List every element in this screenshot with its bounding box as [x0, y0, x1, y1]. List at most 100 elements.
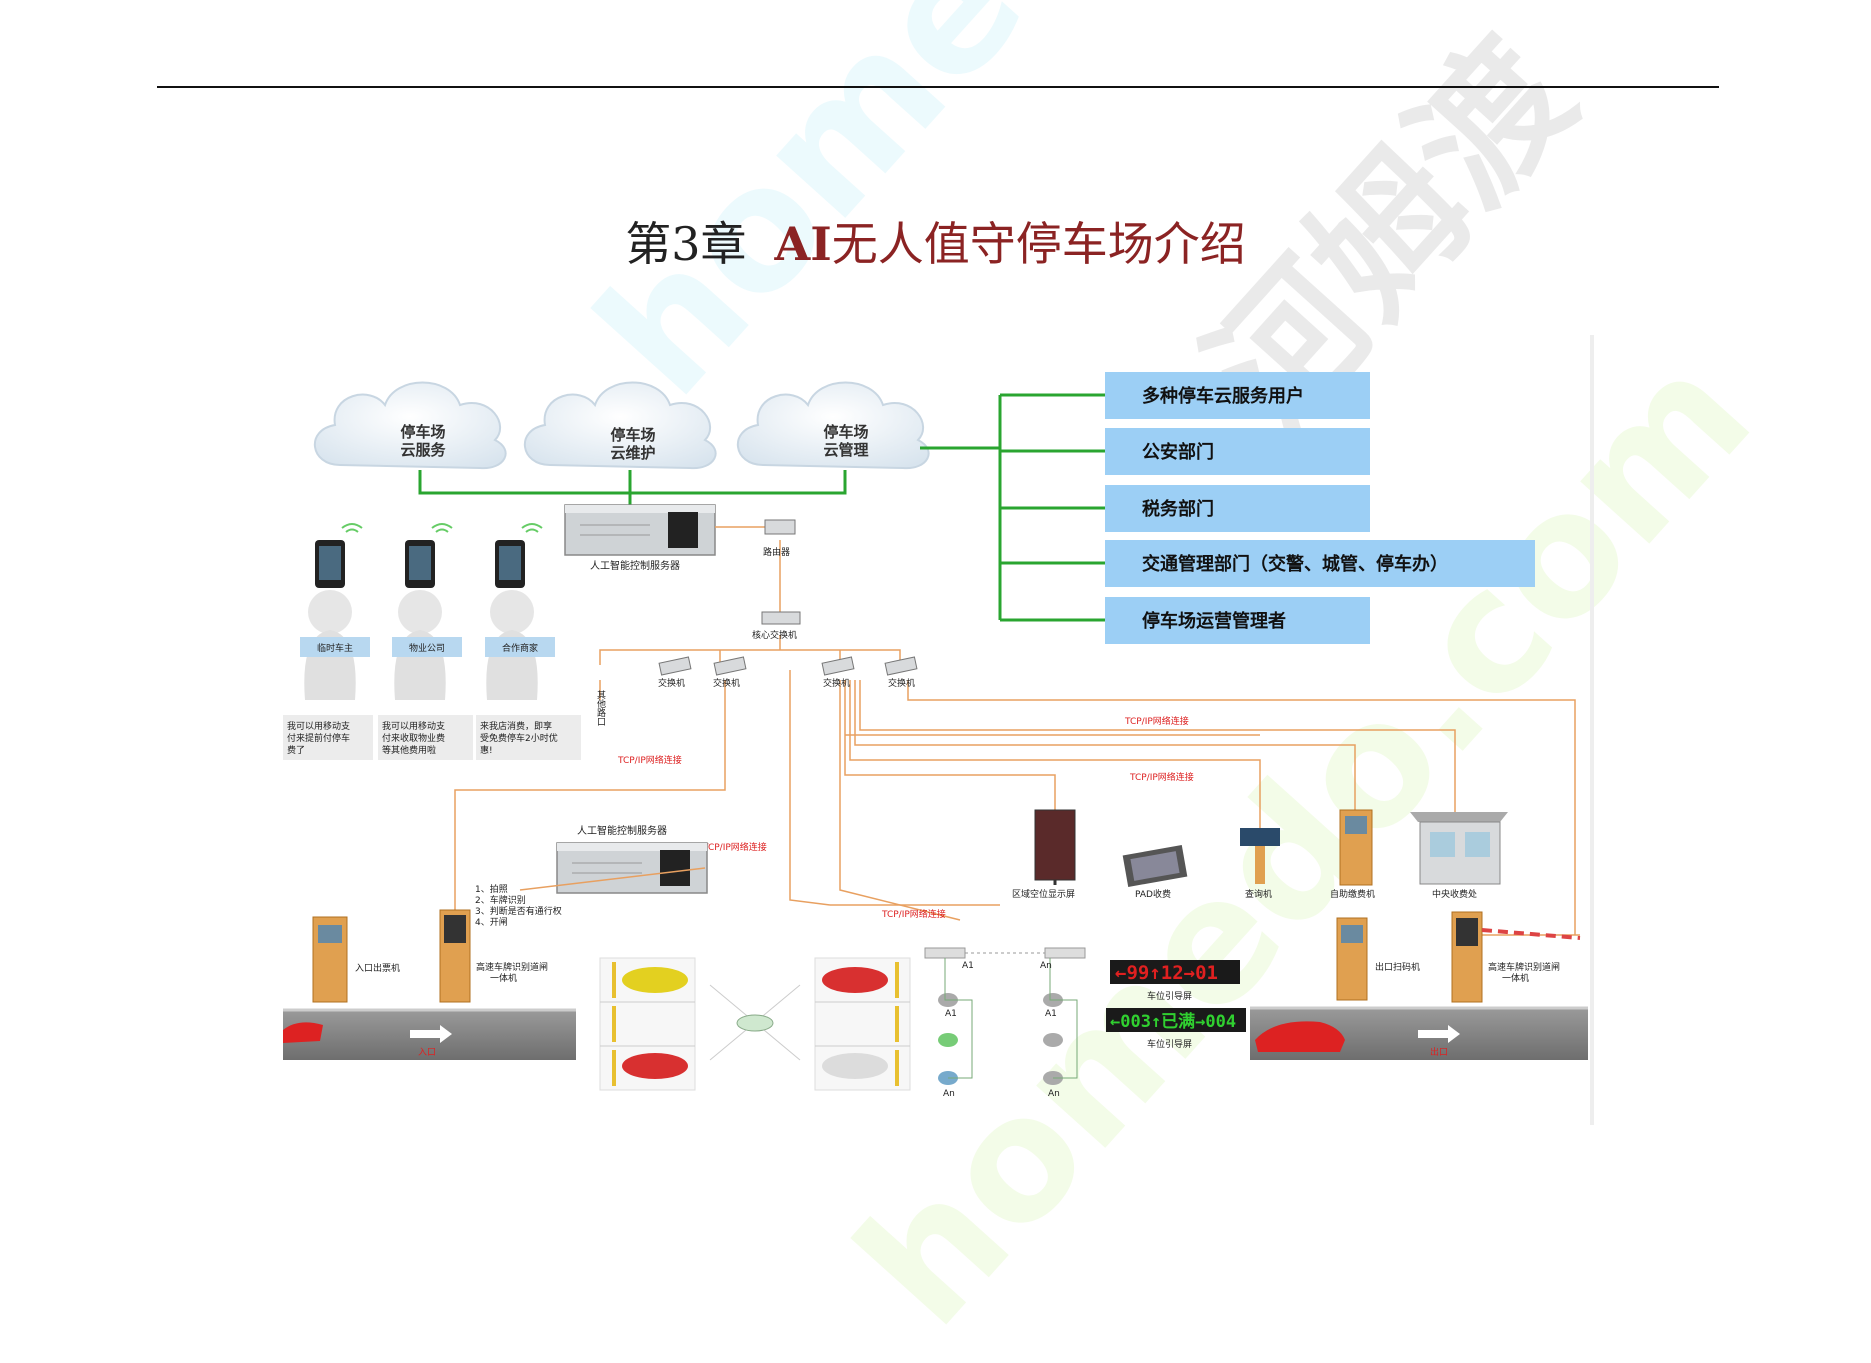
switch-3-label: 交换机 [823, 677, 850, 689]
right-box-5-label: 停车场运营管理者 [1142, 610, 1286, 632]
exit-plate-gate-label2: 一体机 [1502, 972, 1529, 984]
guide-2-label: 车位引导屏 [1147, 1038, 1192, 1050]
right-box-5: 停车场运营管理者 [1105, 597, 1370, 644]
user-3-label: 合作商家 [502, 642, 538, 654]
self-pay-label: 自助缴费机 [1330, 888, 1375, 900]
user-3: 合作商家 来我店消费，即享 受免费停车2小时优 惠! [476, 523, 581, 760]
sensor-label-a1-right: A1 [1045, 1009, 1057, 1019]
panel-edge [1590, 335, 1594, 1125]
parking-lot-left [599, 957, 696, 1091]
switch-2: 交换机 [713, 656, 747, 689]
pad-device: PAD收费 [1122, 845, 1188, 900]
user-1-note1: 我可以用移动支 [287, 720, 350, 732]
central-booth: 中央收费处 [1410, 812, 1508, 900]
guide-screen-1: ←99↑12→01 车位引导屏 [1110, 960, 1240, 1002]
right-box-2: 公安部门 [1105, 428, 1370, 475]
right-box-1: 多种停车云服务用户 [1105, 372, 1370, 419]
exit-plate-gate-label1: 高速车牌识别道闸 [1488, 961, 1560, 973]
right-box-3-label: 税务部门 [1142, 498, 1214, 520]
entry-plate-gate-label1: 高速车牌识别道闸 [476, 961, 548, 973]
cloud-service: 停车场 云服务 [314, 381, 507, 470]
server-mid-label: 人工智能控制服务器 [577, 824, 667, 837]
right-box-2-label: 公安部门 [1142, 441, 1214, 463]
step-4: 4、开闸 [475, 917, 508, 928]
core-switch-label: 核心交换机 [752, 629, 797, 641]
sensor-label-an-right: An [1048, 1089, 1060, 1099]
router: 路由器 [763, 519, 796, 558]
router-label: 路由器 [763, 546, 790, 558]
process-steps: 1、拍照 2、车牌识别 3、判断是否有通行权 4、开闸 [475, 883, 562, 928]
switch-3: 交换机 [821, 656, 855, 689]
guide-screen-2: ←003↑已满→004 车位引导屏 [1106, 1008, 1246, 1050]
cloud-management-line2: 云管理 [823, 441, 868, 459]
exit-label: 出口 [1430, 1046, 1448, 1058]
tcp-label-3: TCP/IP网络连接 [1129, 771, 1194, 783]
entry-ticket-machine: 入口出票机 [312, 916, 400, 1003]
right-box-1-label: 多种停车云服务用户 [1142, 385, 1304, 407]
switch-1: 交换机 [658, 656, 692, 689]
user-1: 临时车主 我可以用移动支 付来提前付停车 费了 [283, 523, 373, 760]
user-1-note2: 付来提前付停车 [287, 732, 350, 744]
user-2: 物业公司 我可以用移动支 付来收取物业费 等其他费用啦 [378, 523, 473, 760]
header-rule [157, 86, 1719, 88]
cloud-maintenance-line1: 停车场 [610, 426, 655, 444]
title-chapter: 第3章 [625, 217, 747, 271]
cloud-maintenance: 停车场 云维护 [524, 381, 717, 470]
user-3-note1: 来我店消费，即享 [480, 720, 552, 732]
green-links [418, 393, 1105, 622]
user-2-label: 物业公司 [409, 642, 445, 654]
user-2-note1: 我可以用移动支 [382, 720, 445, 732]
sensor-label-an-left: An [943, 1089, 955, 1099]
cloud-service-line1: 停车场 [400, 423, 445, 441]
cloud-management: 停车场 云管理 [737, 381, 930, 470]
server-mid: 人工智能控制服务器 [556, 824, 708, 894]
sensor-label-an-top: An [1040, 961, 1052, 971]
user-1-note3: 费了 [287, 744, 305, 756]
network-links [454, 526, 1580, 1000]
tcp-label-2: TCP/IP网络连接 [617, 754, 682, 766]
parking-system-diagram: 停车场 云服务 停车场 云维护 停车场 云管理 多种停车 [283, 335, 1594, 1125]
step-1: 1、拍照 [475, 883, 508, 895]
entry-road: 入口 [283, 1008, 576, 1060]
step-2: 2、车牌识别 [475, 894, 526, 906]
area-display-label: 区域空位显示屏 [1012, 888, 1075, 900]
sensor-label-a1-top: A1 [962, 961, 974, 971]
switch-4-label: 交换机 [888, 677, 915, 689]
tcp-label-5: TCP/IP网络连接 [881, 908, 946, 920]
user-1-label: 临时车主 [317, 642, 353, 654]
area-display: 区域空位显示屏 [1012, 809, 1076, 900]
exit-road: 出口 [1250, 1006, 1588, 1060]
core-switch: 核心交换机 [752, 611, 801, 641]
user-3-note3: 惠! [480, 744, 493, 756]
exit-scan-machine: 出口扫码机 [1336, 917, 1420, 1001]
entry-plate-gate: 高速车牌识别道闸 一体机 [439, 909, 548, 1003]
entry-label: 入口 [418, 1047, 436, 1058]
query-kiosk: 查询机 [1240, 828, 1280, 900]
user-2-note2: 付来收取物业费 [382, 732, 445, 744]
sensor-label-a1-mid: A1 [945, 1009, 957, 1019]
query-label: 查询机 [1245, 888, 1272, 900]
parking-lot-right [814, 957, 911, 1091]
exit-scan-label: 出口扫码机 [1375, 961, 1420, 973]
other-ports-label: 其他路口 [595, 690, 606, 726]
entry-ticket-label: 入口出票机 [355, 962, 400, 974]
tcp-label-4: TCP/IP网络连接 [702, 841, 767, 853]
server-top-label: 人工智能控制服务器 [590, 559, 680, 572]
switch-4: 交换机 [884, 656, 918, 689]
switch-2-label: 交换机 [713, 677, 740, 689]
exit-plate-gate: 高速车牌识别道闸 一体机 [1451, 911, 1581, 1003]
pad-label: PAD收费 [1135, 888, 1171, 900]
led-1-text: ←99↑12→01 [1115, 962, 1218, 984]
cloud-maintenance-line2: 云维护 [610, 444, 655, 462]
self-pay-machine: 自助缴费机 [1330, 809, 1375, 900]
user-3-note2: 受免费停车2小时优 [480, 732, 558, 744]
right-box-4-label: 交通管理部门（交警、城管、停车办） [1142, 553, 1448, 575]
sensor-network: A1 A1 A1 An An An [924, 947, 1086, 1099]
right-box-4: 交通管理部门（交警、城管、停车办） [1105, 540, 1535, 587]
central-label: 中央收费处 [1432, 888, 1477, 900]
right-box-3: 税务部门 [1105, 485, 1370, 532]
server-top: 人工智能控制服务器 [564, 504, 716, 572]
user-2-note3: 等其他费用啦 [382, 744, 436, 756]
step-3: 3、判断是否有通行权 [475, 905, 562, 917]
cloud-service-line2: 云服务 [400, 441, 446, 459]
